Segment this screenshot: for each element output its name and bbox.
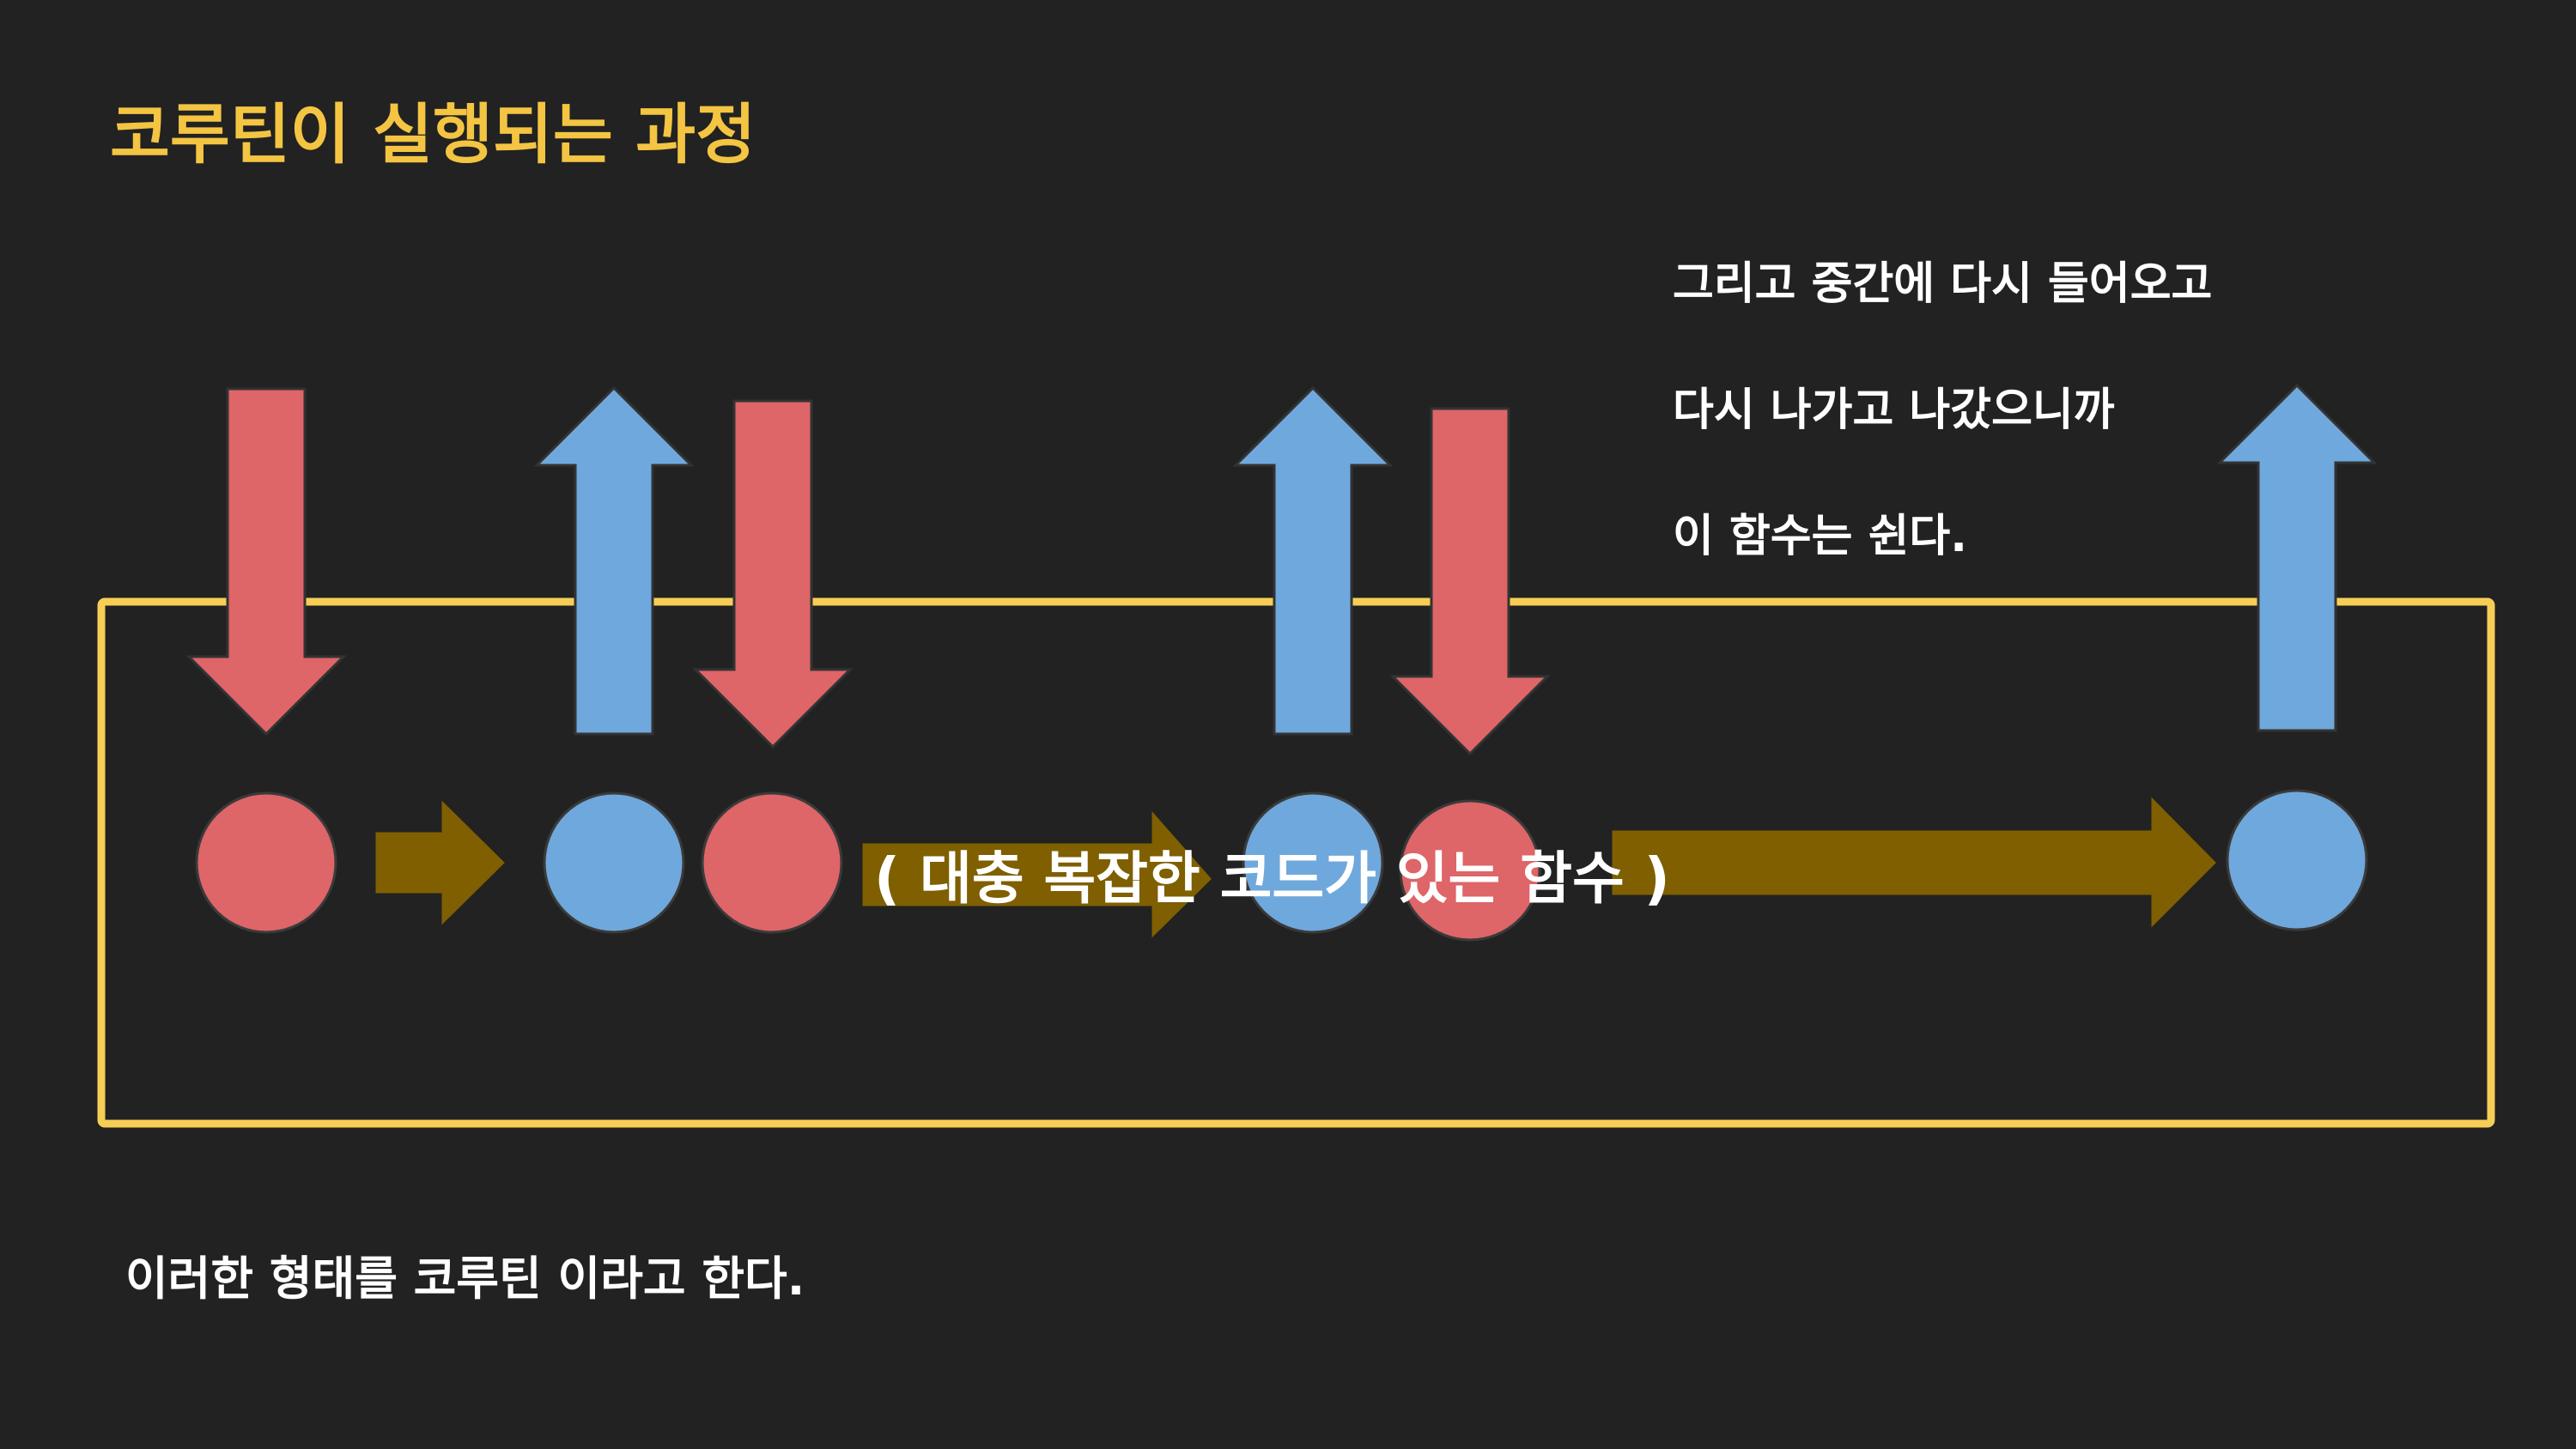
slide-title: 코루틴이 실행되는 과정	[110, 96, 756, 173]
exit-arrow-2	[1232, 385, 1394, 736]
flow-arrow-1	[373, 794, 509, 931]
function-label: ( 대충 복잡한 코드가 있는 함수 )	[874, 846, 1670, 912]
enter-point-3	[1399, 799, 1541, 942]
exit-point-2	[1242, 791, 1384, 934]
exit-arrow-3	[2216, 383, 2378, 732]
flow-arrow-3	[1609, 791, 2221, 934]
enter-arrow-3	[1389, 407, 1551, 756]
enter-arrow-1	[185, 387, 347, 737]
note-line-3: 이 함수는 쉰다.	[1673, 511, 1968, 562]
flow-arrow-2	[860, 804, 1216, 944]
footer-caption: 이러한 형태를 코루틴 이라고 한다.	[125, 1252, 805, 1306]
note-line-1: 그리고 중간에 다시 들어오고	[1673, 258, 2213, 310]
enter-point-2	[701, 791, 843, 934]
enter-arrow-2	[692, 399, 854, 749]
exit-point-1	[543, 791, 685, 934]
enter-point-1	[195, 791, 337, 934]
note-line-2: 다시 나가고 나갔으니까	[1673, 385, 2115, 436]
exit-arrow-1	[533, 385, 695, 736]
exit-point-3	[2226, 789, 2368, 931]
